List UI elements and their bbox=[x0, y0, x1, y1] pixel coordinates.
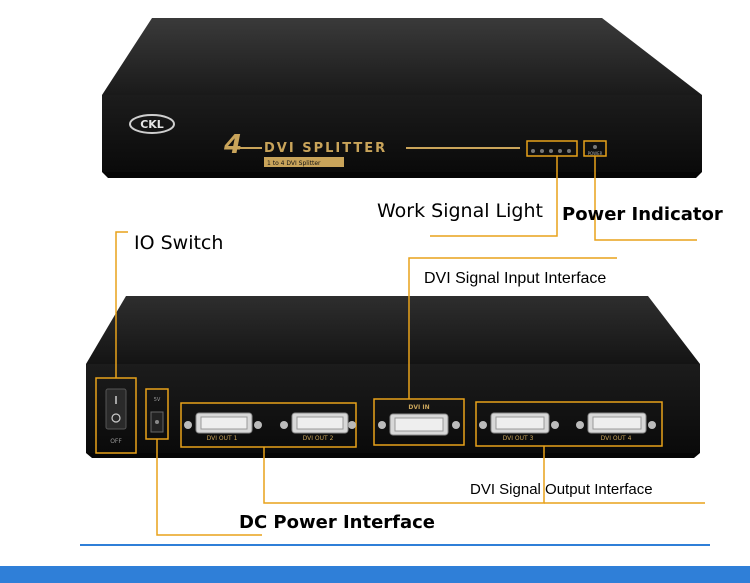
dvi-connectors: DVI OUT 1 DVI OUT 2 DVI OUT 3 DVI OUT 4 bbox=[184, 412, 656, 442]
dvi-in-port bbox=[378, 413, 460, 436]
dvi-output-label: DVI Signal Output Interface bbox=[470, 481, 653, 498]
dvi-input-label: DVI Signal Input Interface bbox=[424, 270, 607, 287]
dvi-out-3-port: DVI OUT 3 bbox=[479, 412, 559, 442]
dvi-out-3-label: DVI OUT 3 bbox=[503, 435, 534, 442]
dvi-out-1-label: DVI OUT 1 bbox=[207, 435, 238, 442]
dvi-out-4-label: DVI OUT 4 bbox=[601, 435, 632, 442]
brand-text: CKL bbox=[140, 118, 164, 131]
bottom-callout-lines bbox=[115, 231, 705, 536]
input-port-frame bbox=[373, 398, 465, 446]
model-subtitle: 1 to 4 DVI Splitter bbox=[267, 160, 321, 167]
switch-off-text: OFF bbox=[110, 438, 122, 445]
dc-label-text: 5V bbox=[154, 397, 161, 403]
dvi-out-2-port: DVI OUT 2 bbox=[280, 412, 356, 442]
dvi-out-4-port: DVI OUT 4 bbox=[576, 412, 656, 442]
work-signal-light-label: Work Signal Light bbox=[377, 200, 543, 222]
input-port-label: DVI IN bbox=[408, 404, 429, 411]
dvi-out-1-port: DVI OUT 1 bbox=[184, 412, 262, 442]
model-number: 4 bbox=[223, 130, 242, 160]
top-callout-lines bbox=[430, 156, 697, 241]
power-indicator-label: Power Indicator bbox=[562, 204, 723, 225]
model-name: DVI SPLITTER bbox=[264, 141, 387, 156]
work-signal-leds bbox=[526, 140, 578, 157]
footer-bar bbox=[0, 566, 750, 583]
io-switch-label: IO Switch bbox=[134, 232, 224, 254]
divider-line bbox=[80, 544, 710, 546]
output-group-right bbox=[475, 401, 663, 447]
splitter-front-view: CKL 4 DVI SPLITTER 1 to 4 DVI Splitter P… bbox=[102, 18, 702, 178]
brand-logo: CKL bbox=[129, 114, 175, 134]
power-led-text: POWER bbox=[588, 151, 603, 156]
dc-power-label: DC Power Interface bbox=[239, 512, 436, 533]
dvi-out-2-label: DVI OUT 2 bbox=[303, 435, 334, 442]
